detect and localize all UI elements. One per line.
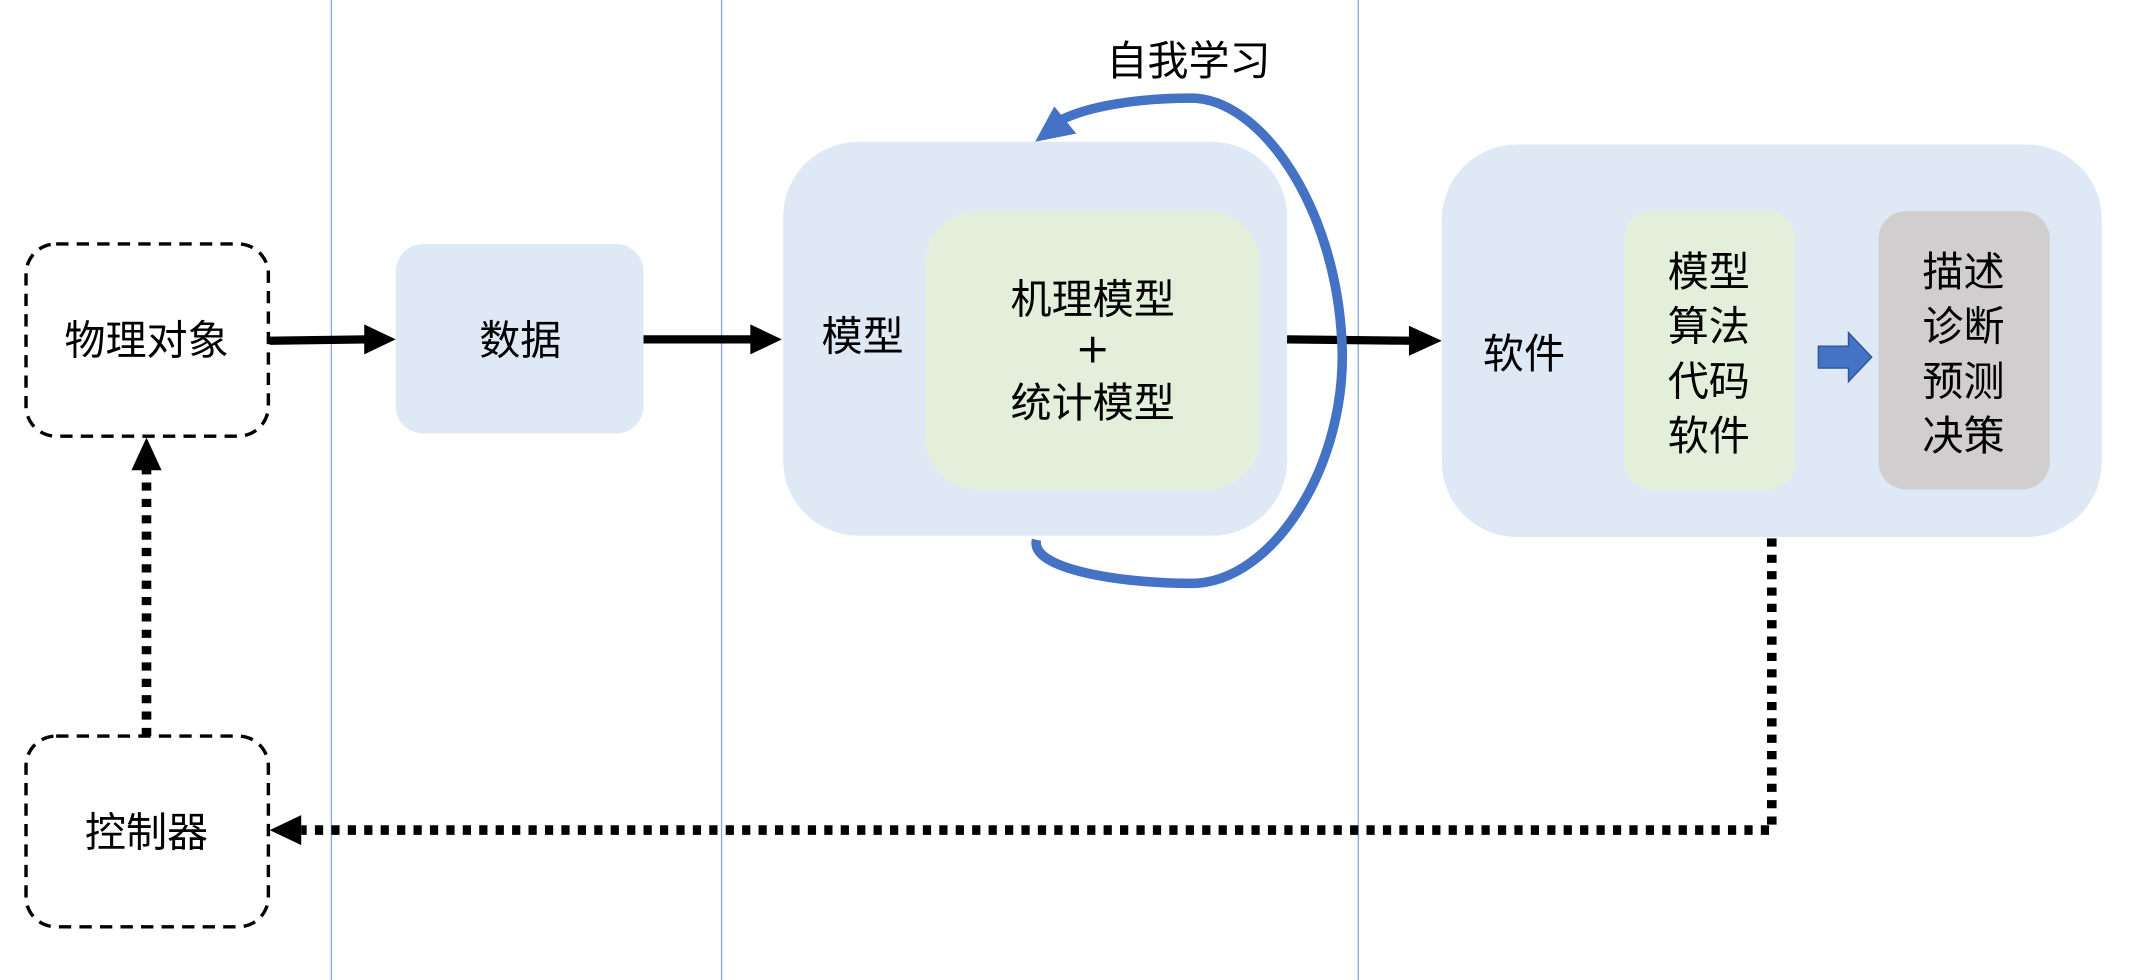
flow-arrow — [269, 324, 396, 355]
output-line: 预测 — [1922, 357, 2004, 405]
data-label: 数据 — [479, 316, 561, 364]
right-arrow-icon — [1817, 330, 1873, 384]
software-inner-box — [1623, 211, 1796, 490]
flow-arrow — [643, 324, 782, 355]
outputs-box — [1878, 211, 2050, 490]
software-inner-line: 代码 — [1668, 357, 1750, 405]
model-node: 模型 机理模型 + 统计模型 — [783, 141, 1288, 536]
controller-node: 控制器 — [24, 734, 271, 929]
software-node: 软件 模型 算法 代码 软件 描述 诊断 预测 决策 — [1441, 144, 2102, 538]
stat-model-label: 统计模型 — [1011, 379, 1175, 427]
software-inner-line: 模型 — [1668, 248, 1750, 296]
output-line: 描述 — [1922, 248, 2004, 296]
output-line: 诊断 — [1922, 303, 2004, 351]
physical-object-label: 物理对象 — [64, 316, 228, 364]
plus-label: + — [1075, 325, 1109, 373]
output-line: 决策 — [1922, 412, 2004, 460]
software-inner-line: 算法 — [1668, 303, 1750, 351]
control-arrow — [131, 437, 162, 737]
self-learning-loop-arrow — [1031, 93, 1348, 589]
mech-model-label: 机理模型 — [1011, 276, 1175, 324]
feedback-arrow — [269, 538, 1777, 846]
physical-object-node: 物理对象 — [24, 242, 271, 438]
software-label: 软件 — [1483, 330, 1565, 378]
flow-arrow — [1287, 325, 1442, 356]
model-label: 模型 — [822, 312, 904, 360]
self-learning-label: 自我学习 — [1106, 37, 1270, 85]
software-inner-line: 软件 — [1668, 412, 1750, 460]
model-inner-box — [925, 211, 1260, 490]
data-node: 数据 — [395, 243, 644, 434]
controller-label: 控制器 — [85, 809, 208, 857]
